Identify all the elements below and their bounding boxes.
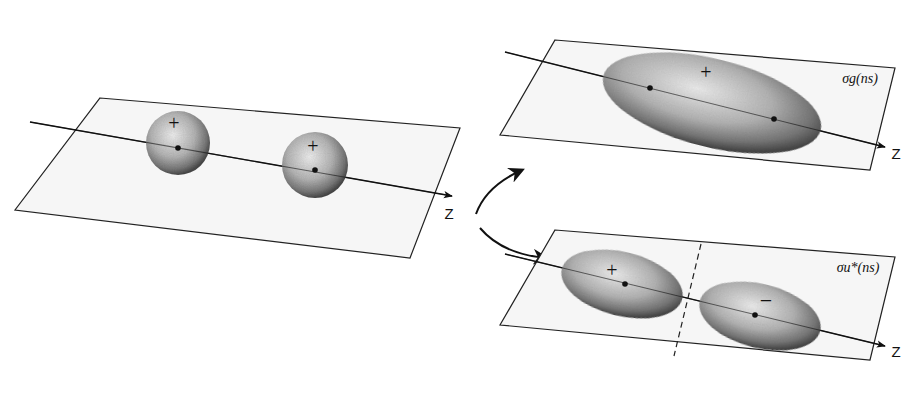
nucleus-dot	[175, 145, 181, 151]
z-axis	[30, 122, 452, 196]
nucleus-dot	[647, 85, 653, 91]
s-orbital	[282, 132, 348, 198]
plane	[15, 98, 460, 258]
sign-label: +	[168, 113, 179, 133]
orbital-label: σg(ns)	[842, 72, 878, 86]
curved-arrow	[480, 228, 546, 258]
nucleus-dot	[752, 312, 758, 318]
axis-label: Z	[891, 344, 900, 359]
z-axis-through	[505, 52, 885, 147]
axis-label: Z	[444, 206, 453, 221]
curved-arrow	[476, 170, 522, 214]
nodal-plane	[674, 244, 701, 356]
nucleus-dot	[312, 167, 318, 173]
axis-label: Z	[891, 146, 900, 161]
antibonding-lobe	[554, 238, 690, 330]
plane	[500, 230, 895, 360]
s-orbital	[146, 111, 210, 175]
sign-label: +	[307, 136, 318, 156]
z-axis-through	[30, 122, 452, 196]
nucleus-dot	[622, 281, 628, 287]
bonding-orbital	[593, 33, 832, 173]
orbital-label: σu*(ns)	[837, 261, 880, 275]
nucleus-dot	[771, 116, 777, 122]
sign-label: +	[700, 62, 711, 82]
sign-label: +	[606, 260, 617, 280]
sign-label: −	[760, 290, 772, 312]
